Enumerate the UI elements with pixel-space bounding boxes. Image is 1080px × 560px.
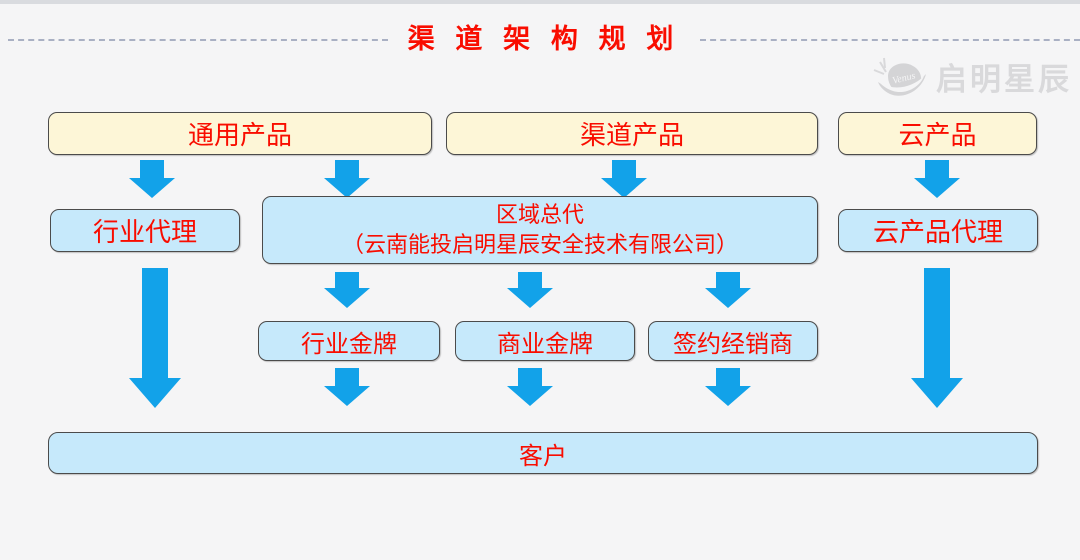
down-arrow-icon (705, 272, 751, 313)
box-industry-gold: 行业金牌 (258, 321, 440, 361)
box-channel-products: 渠道产品 (446, 112, 818, 155)
page-title: 渠 道 架 构 规 划 (407, 24, 681, 54)
regional-master-company: （云南能投启明星辰安全技术有限公司） (341, 232, 738, 257)
down-arrow-icon (507, 368, 553, 411)
down-arrow-icon (129, 160, 175, 203)
header-divider-left (8, 38, 388, 41)
long-down-arrow-icon (911, 268, 963, 413)
box-cloud-product-agent: 云产品代理 (838, 209, 1038, 252)
box-customer: 客户 (48, 432, 1038, 474)
long-down-arrow-icon (129, 268, 181, 413)
venustech-logo: Venus 启明星辰 (870, 54, 1072, 105)
box-cloud-products: 云产品 (838, 112, 1037, 155)
box-industry-agent: 行业代理 (50, 209, 240, 252)
down-arrow-icon (324, 368, 370, 411)
down-arrow-icon (705, 368, 751, 411)
top-border-strip (0, 0, 1080, 4)
venustech-logo-text: 启明星辰 (936, 62, 1072, 97)
down-arrow-icon (507, 272, 553, 313)
down-arrow-icon (914, 160, 960, 203)
box-generic-products: 通用产品 (48, 112, 432, 155)
box-regional-master-distributor: 区域总代 （云南能投启明星辰安全技术有限公司） (262, 196, 818, 264)
slide-header: 渠 道 架 构 规 划 (0, 26, 1080, 53)
venustech-swoosh-icon: Venus (870, 54, 932, 105)
header-divider-right (700, 38, 1080, 41)
down-arrow-icon (601, 160, 647, 203)
box-commercial-gold: 商业金牌 (455, 321, 635, 361)
regional-master-title: 区域总代 (495, 202, 584, 228)
down-arrow-icon (324, 272, 370, 313)
down-arrow-icon (324, 160, 370, 203)
box-contracted-reseller: 签约经销商 (648, 321, 818, 361)
